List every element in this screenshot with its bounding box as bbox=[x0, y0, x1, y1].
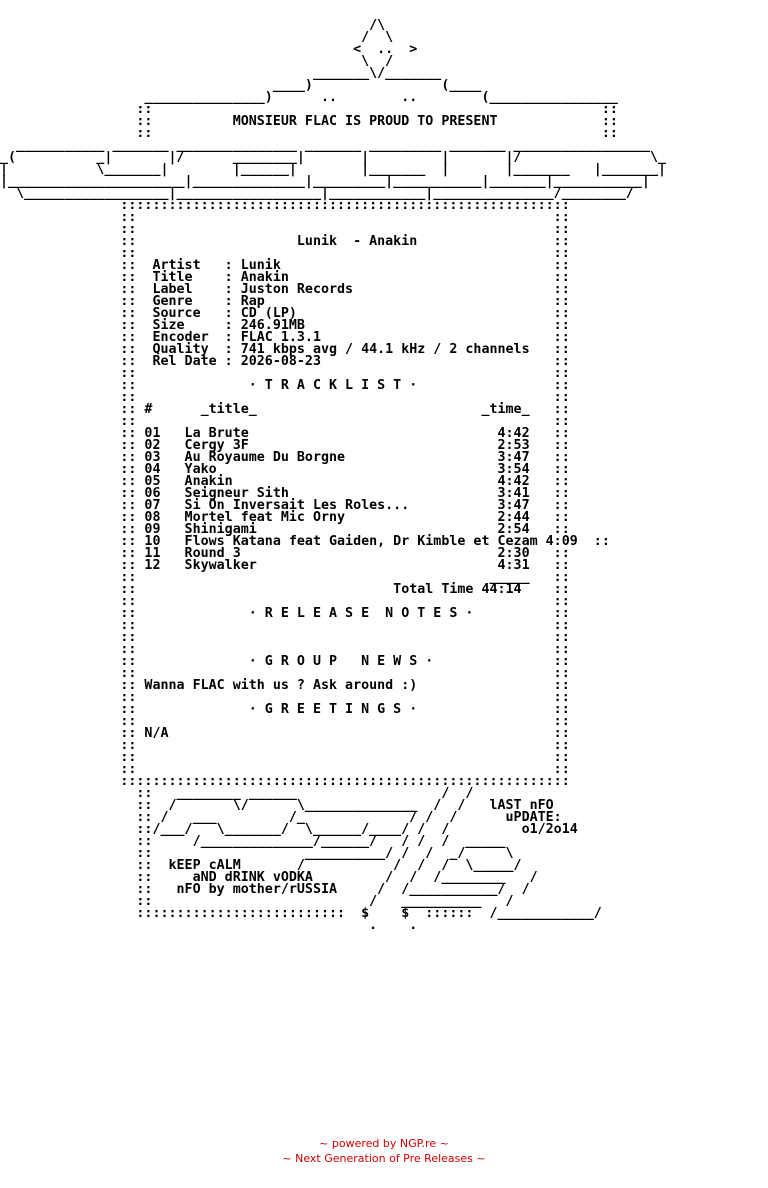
powered-by-text: ~ powered by NGP.re ~ bbox=[319, 1137, 449, 1150]
nfo-text: /\ / \ < .. > \ / _____ bbox=[0, 18, 667, 933]
ngp-tagline: ~ Next Generation of Pre Releases ~ bbox=[282, 1152, 486, 1165]
